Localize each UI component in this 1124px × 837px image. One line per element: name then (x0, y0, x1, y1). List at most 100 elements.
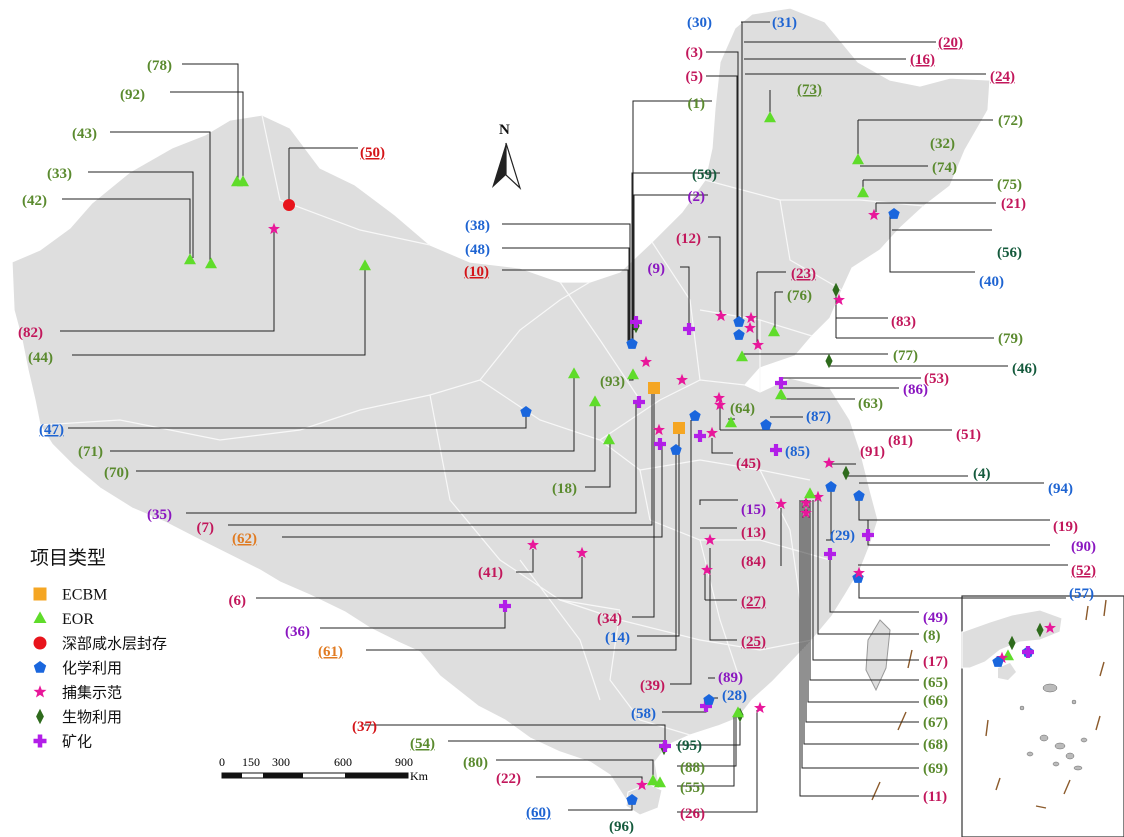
project-label: (31) (772, 15, 797, 31)
project-marker-chem (689, 410, 701, 421)
project-marker-mineral (775, 377, 788, 389)
leader-line (706, 51, 739, 320)
scale-tick-900: 900 (395, 755, 413, 769)
project-label: (19) (1053, 519, 1078, 535)
project-label: (59) (692, 167, 717, 183)
project-marker-chem (853, 490, 865, 501)
project-label: (73) (797, 82, 822, 98)
project-marker-eor (627, 368, 639, 380)
project-label: (68) (923, 737, 948, 753)
leader-line (829, 556, 919, 613)
leader-line (568, 803, 633, 811)
project-marker-capture (268, 222, 280, 235)
project-label: (35) (147, 507, 172, 523)
project-marker-eor (647, 774, 659, 786)
scale-tick-300: 300 (272, 755, 290, 769)
leader-line (256, 557, 583, 599)
project-marker-chem (825, 481, 837, 492)
project-marker-mineral (700, 700, 713, 713)
leader-line (670, 420, 692, 685)
project-label: (17) (923, 654, 948, 670)
project-marker-capture (833, 293, 845, 306)
project-marker-capture (812, 490, 824, 503)
north-label: N (499, 122, 510, 138)
project-marker-eor (654, 776, 666, 788)
project-label: (55) (680, 780, 705, 796)
project-label: (32) (930, 136, 955, 152)
project-label: (63) (858, 396, 883, 412)
leader-line (516, 549, 534, 573)
project-label: (45) (736, 456, 761, 472)
legend-label-mineral: 矿化 (62, 733, 92, 751)
project-label: (95) (677, 738, 702, 754)
project-marker-mineral (633, 396, 646, 408)
legend-chem-icon (33, 661, 47, 673)
project-marker-ecbm (648, 382, 660, 394)
project-label: (14) (605, 630, 630, 646)
legend-label-bio: 生物利用 (62, 708, 122, 726)
leader-line (812, 500, 919, 661)
project-label: (22) (496, 771, 521, 787)
leader-line (699, 499, 738, 505)
project-label: (66) (923, 693, 948, 709)
leader-line (632, 392, 655, 618)
project-label: (30) (687, 15, 712, 31)
legend-bio-icon (36, 708, 44, 725)
project-marker-eor (775, 388, 787, 400)
project-label: (65) (923, 675, 948, 691)
leader-line (706, 75, 738, 320)
project-label: (40) (979, 274, 1004, 290)
project-marker-capture (576, 546, 588, 559)
project-marker-capture (706, 426, 718, 439)
leader-line (170, 91, 244, 182)
project-label: (38) (465, 218, 490, 234)
project-label: (86) (903, 382, 928, 398)
project-label: (85) (785, 444, 810, 460)
project-marker-mineral (499, 600, 511, 613)
leader-line (186, 404, 637, 514)
project-label: (8) (923, 628, 941, 644)
project-marker-eor (764, 111, 776, 123)
leader-line (680, 266, 690, 325)
project-label: (76) (787, 288, 812, 304)
leader-line (807, 500, 919, 703)
leader-line (631, 172, 720, 340)
leader-line (60, 232, 275, 332)
leader-line (228, 390, 653, 526)
legend-mineral-icon (33, 734, 47, 748)
leader-line (110, 131, 211, 262)
project-label: (79) (998, 331, 1023, 347)
project-label: (77) (893, 348, 918, 364)
project-label: (61) (318, 644, 343, 660)
project-label: (42) (22, 193, 47, 209)
project-label: (70) (104, 465, 129, 481)
leader-line (677, 716, 735, 787)
project-marker-capture (823, 456, 835, 469)
project-marker-capture (704, 533, 716, 546)
project-label: (5) (686, 69, 704, 85)
project-label: (25) (741, 634, 766, 650)
project-label: (58) (631, 706, 656, 722)
leader-line (858, 570, 1066, 599)
project-label: (78) (147, 58, 172, 74)
leader-line (835, 294, 888, 319)
project-label: (28) (722, 688, 747, 704)
project-marker-mineral (1022, 646, 1034, 659)
project-marker-bio (825, 353, 833, 369)
project-marker-capture (653, 423, 665, 436)
project-label: (91) (860, 444, 885, 460)
project-marker-bio (1036, 622, 1044, 638)
project-label: (48) (465, 242, 490, 258)
leader-line (637, 432, 680, 637)
sea-boundary-dashes (871, 649, 913, 801)
project-label: (50) (360, 145, 385, 161)
project-marker-eor (568, 367, 580, 379)
project-marker-capture (636, 778, 648, 791)
project-marker-bio (842, 465, 850, 481)
project-label: (44) (28, 350, 53, 366)
legend-capture-icon (33, 685, 47, 698)
project-marker-capture (868, 208, 880, 221)
project-label: (94) (1048, 481, 1073, 497)
leader-line (632, 100, 712, 340)
